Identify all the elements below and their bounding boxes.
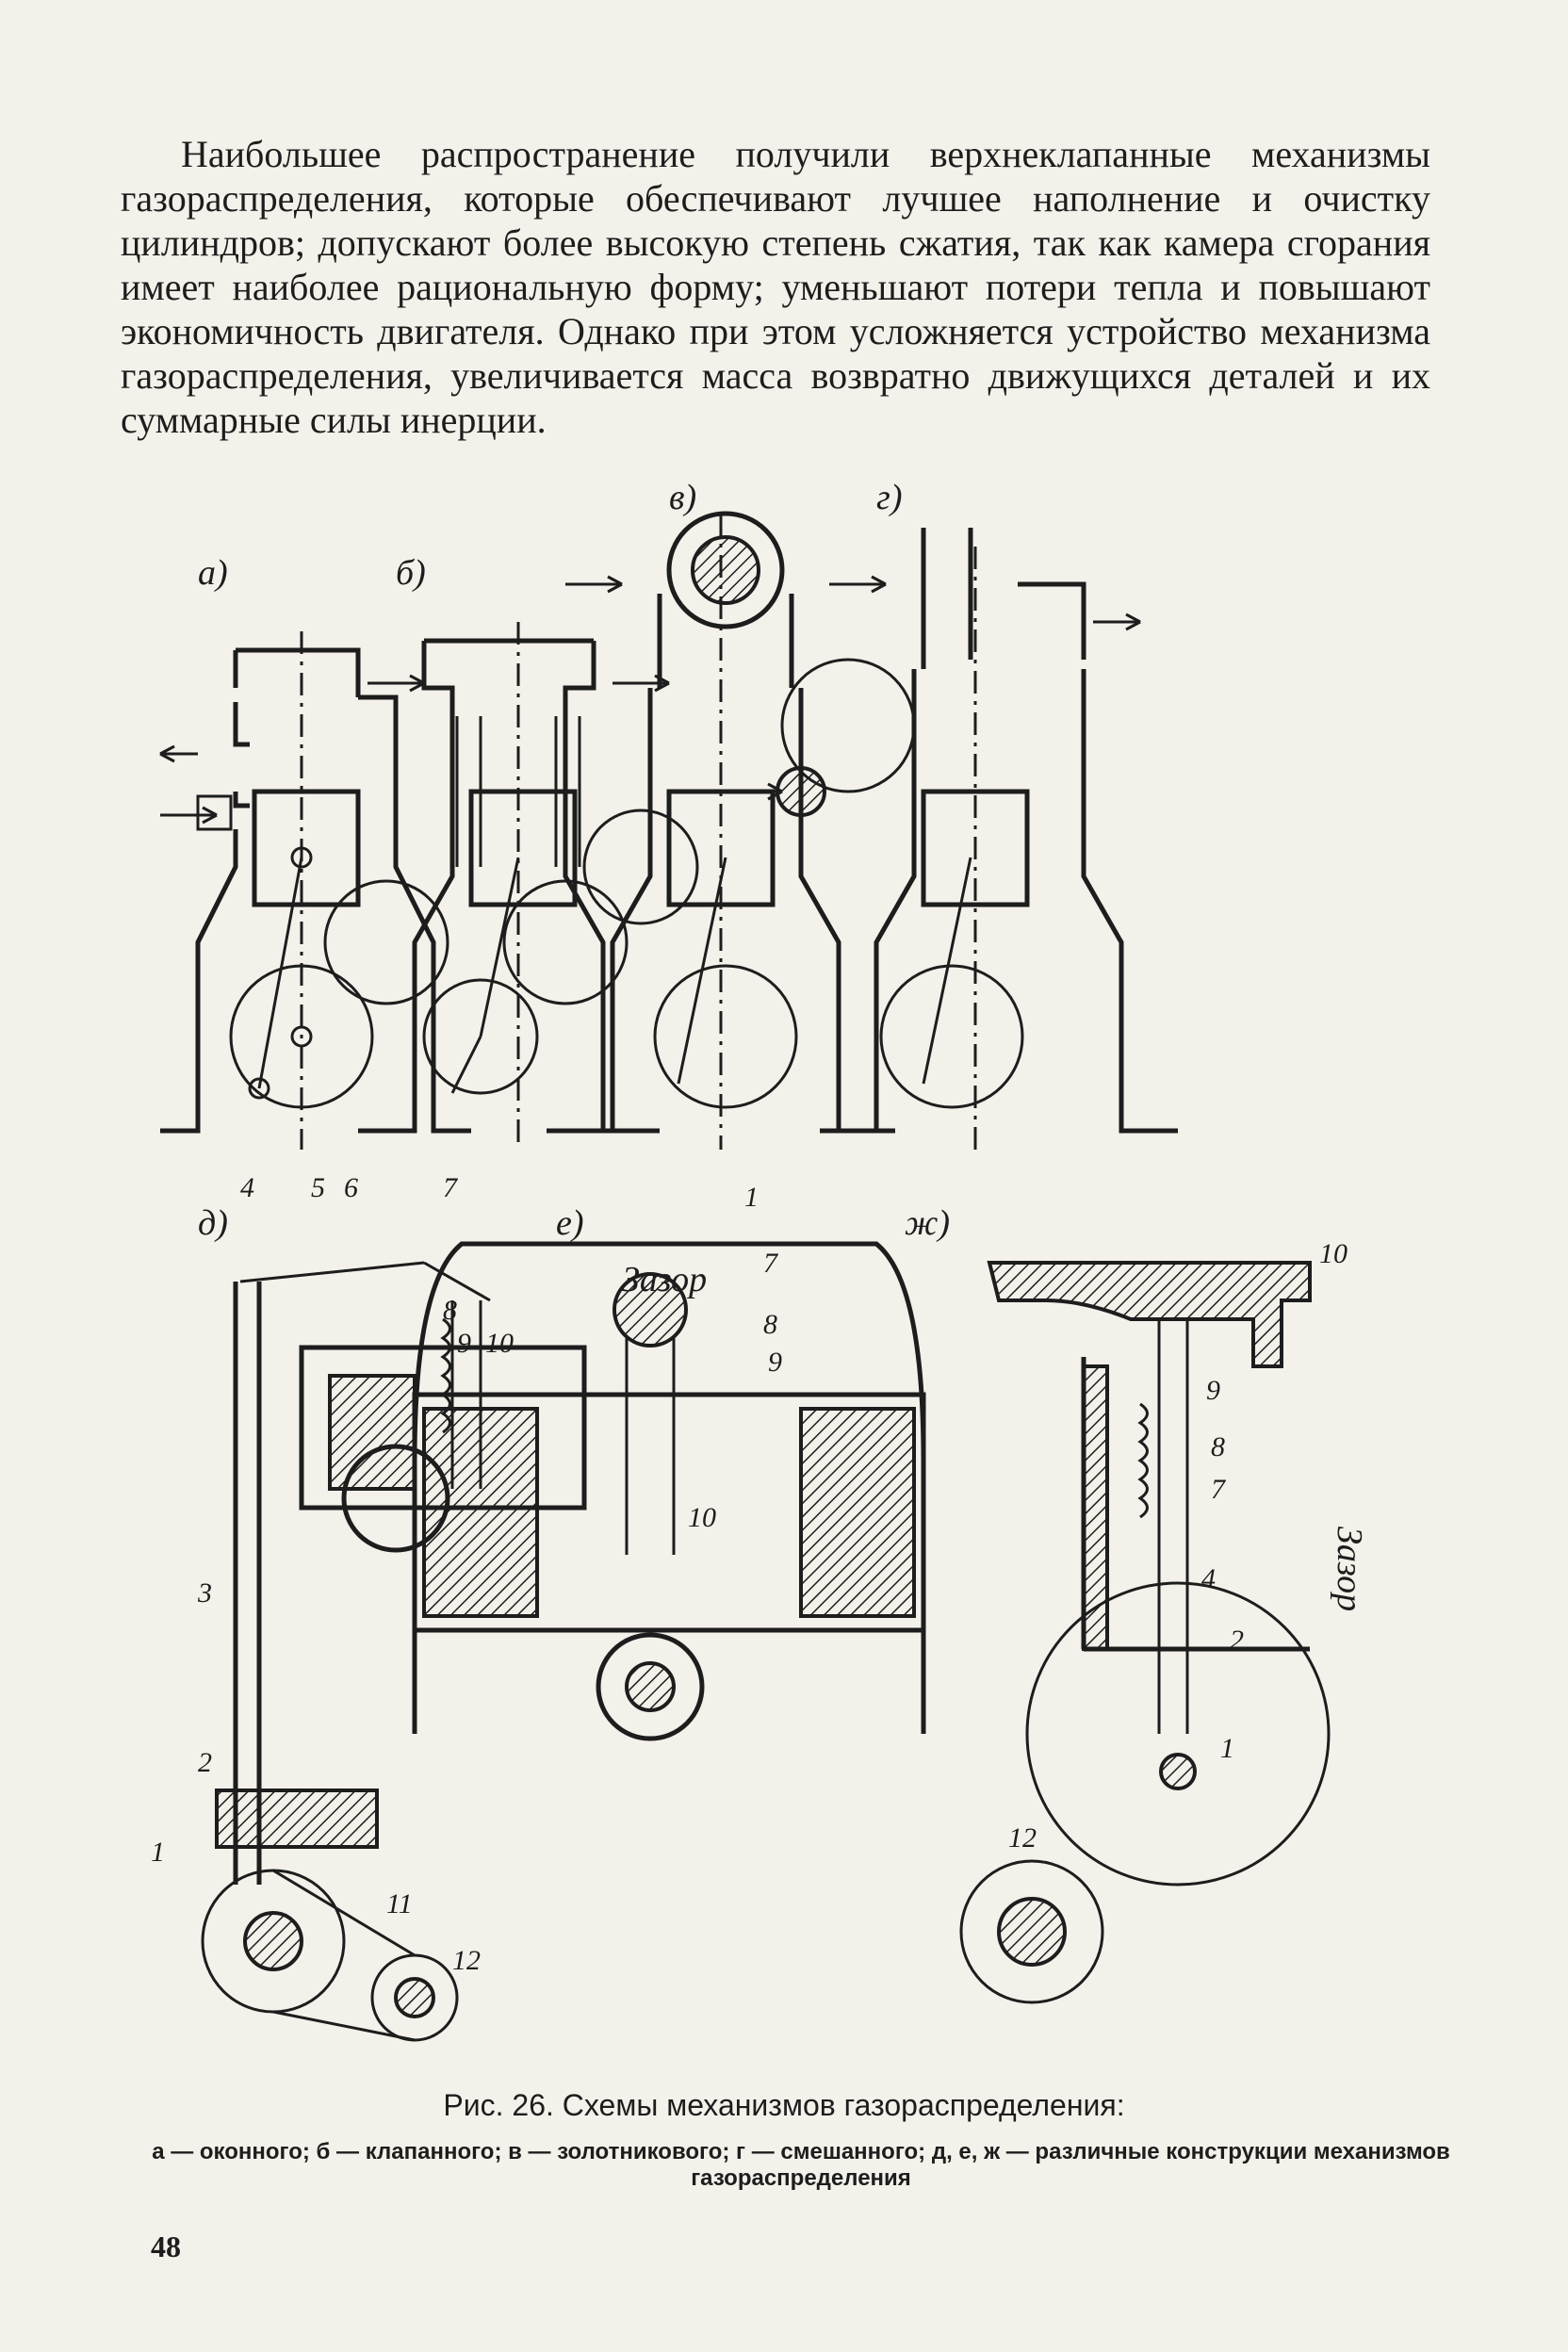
- clearance-label-zh: Зазор: [1330, 1527, 1369, 1611]
- part-numbers-zh: 10 9 8 7 4 2 1 12: [1008, 1238, 1348, 1854]
- panel-a-drawing: а): [159, 553, 471, 1150]
- part-number-8: 8: [443, 1295, 457, 1326]
- part-number-zh-10: 10: [1319, 1238, 1348, 1269]
- valve-mechanism-figure: а) б) в): [141, 471, 1461, 2073]
- part-number-zh-4: 4: [1201, 1563, 1216, 1594]
- panel-label-a: а): [198, 553, 228, 593]
- part-numbers-e: 1 7 8 9 10: [688, 1182, 782, 1533]
- part-number-zh-8: 8: [1211, 1431, 1225, 1462]
- part-number-7: 7: [443, 1172, 459, 1203]
- part-number-zh-9: 9: [1206, 1375, 1220, 1406]
- panel-label-zh: ж): [905, 1203, 950, 1243]
- part-number-12: 12: [452, 1945, 481, 1976]
- panel-b-drawing: б): [323, 553, 670, 1150]
- figure-caption-legend: а — оконного; б — клапанного; в — золотн…: [152, 2139, 1450, 2191]
- part-number-e-1: 1: [744, 1182, 759, 1213]
- part-number-e-7: 7: [763, 1248, 779, 1279]
- part-number-zh-2: 2: [1230, 1625, 1244, 1656]
- part-number-e-9: 9: [768, 1347, 782, 1378]
- panel-label-d: д): [198, 1203, 228, 1243]
- part-number-3: 3: [197, 1577, 212, 1609]
- panel-label-g: г): [876, 478, 902, 517]
- part-number-9: 9: [457, 1328, 471, 1359]
- part-number-6: 6: [344, 1172, 358, 1203]
- panel-d-drawing: д) Зазор 4 5 6 7 8 9 10 3 2 1 11 12: [151, 1172, 707, 2042]
- part-number-1: 1: [151, 1837, 165, 1868]
- part-number-zh-7: 7: [1211, 1474, 1227, 1505]
- part-number-5: 5: [311, 1172, 325, 1203]
- figure-caption-title: Рис. 26. Схемы механизмов газораспределе…: [443, 2088, 1125, 2122]
- part-number-4: 4: [240, 1172, 254, 1203]
- panel-v-drawing: в): [547, 478, 895, 1150]
- part-numbers-d: 4 5 6 7 8 9 10 3 2 1 11 12: [151, 1172, 514, 1976]
- part-number-zh-12: 12: [1008, 1822, 1037, 1854]
- part-number-e-8: 8: [763, 1309, 777, 1340]
- part-number-10: 10: [485, 1328, 514, 1359]
- panel-label-v: в): [669, 478, 696, 517]
- page-number: 48: [151, 2230, 181, 2263]
- panel-label-b: б): [396, 553, 426, 593]
- part-number-e-10: 10: [688, 1502, 716, 1533]
- part-number-2: 2: [198, 1747, 212, 1778]
- figure-drawing: а) б) в): [151, 478, 1369, 2042]
- panel-g-drawing: г): [735, 478, 1178, 1150]
- panel-e-drawing: е) 1 7 8 9 10: [412, 1182, 926, 1741]
- part-number-zh-1: 1: [1220, 1733, 1234, 1764]
- body-paragraph: Наибольшее распространение получили верх…: [121, 133, 1430, 441]
- part-number-11: 11: [386, 1888, 413, 1919]
- panel-label-e: е): [556, 1203, 584, 1243]
- panel-zh-drawing: ж) Зазор 10 9 8 7 4 2 1 12: [905, 1203, 1369, 2004]
